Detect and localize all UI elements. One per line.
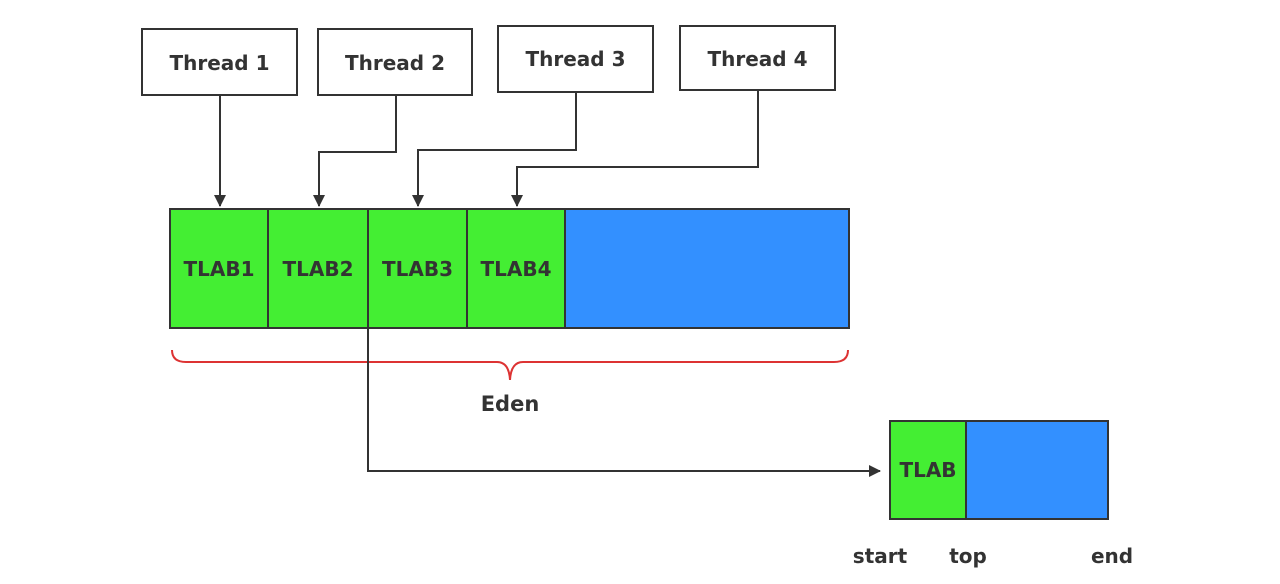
tlab-detail-label: TLAB: [899, 458, 956, 482]
thread-2-node: Thread 2: [317, 28, 473, 96]
tlab3-label: TLAB3: [382, 257, 453, 281]
tlab-detail: TLAB: [889, 420, 1109, 520]
thread-4-node: Thread 4: [679, 25, 836, 91]
thread-2-label: Thread 2: [345, 51, 445, 75]
thread-4-to-tlab4-arrow: [511, 90, 759, 207]
eden-free-space: [564, 208, 850, 329]
thread-2-to-tlab2-arrow: [313, 95, 397, 207]
tlab4-cell: [466, 208, 566, 329]
start-pointer-label: start: [853, 544, 908, 568]
eden-space: TLAB1 TLAB2 TLAB3 TLAB4: [169, 208, 850, 329]
thread-1-label: Thread 1: [170, 51, 270, 75]
tlab-detail-free: [965, 420, 1109, 520]
top-pointer-label: top: [949, 544, 987, 568]
eden-brace: [171, 349, 849, 381]
tlab2-cell: [267, 208, 369, 329]
tlab-detail-used: [889, 420, 967, 520]
thread-3-node: Thread 3: [497, 25, 654, 93]
tlab1-label: TLAB1: [183, 257, 254, 281]
thread-3-box: [497, 25, 654, 93]
tlab-detail-arrow: [367, 328, 881, 477]
tlab2-label: TLAB2: [282, 257, 353, 281]
thread-4-box: [679, 25, 836, 91]
tlab4-label: TLAB4: [480, 257, 551, 281]
thread-3-label: Thread 3: [526, 47, 626, 71]
thread-4-label: Thread 4: [708, 47, 808, 71]
thread-2-box: [317, 28, 473, 96]
end-pointer-label: end: [1091, 544, 1133, 568]
thread-3-to-tlab3-arrow: [412, 92, 577, 207]
eden-label: Eden: [481, 392, 540, 416]
thread-1-node: Thread 1: [141, 28, 298, 96]
thread-1-box: [141, 28, 298, 96]
